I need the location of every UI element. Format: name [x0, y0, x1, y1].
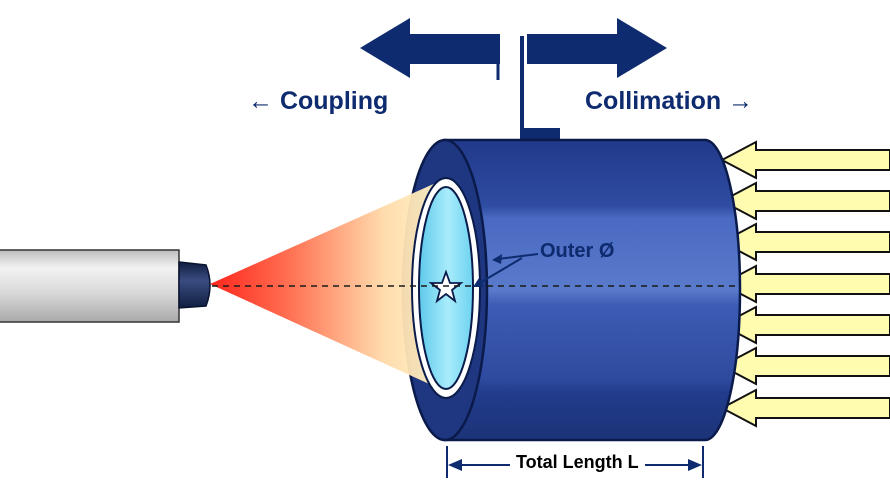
- collimation-label: Collimation →: [585, 87, 754, 115]
- light-arrow-icon: [719, 305, 890, 345]
- mount-tab: [520, 128, 560, 140]
- light-arrow-icon: [719, 346, 890, 386]
- fiber-body: [0, 249, 180, 323]
- fiber-ferrule: [178, 261, 211, 309]
- outer-diameter-pointer: [473, 253, 539, 287]
- coupling-arrow-icon: [360, 18, 500, 78]
- total-length-label: Total Length L: [510, 452, 645, 473]
- fiber-connector: [0, 249, 211, 323]
- lens: [411, 177, 481, 399]
- direction-arrows: [360, 18, 667, 140]
- pointer-arrowhead-icon: [473, 278, 484, 287]
- light-arrow-icon: [719, 140, 890, 180]
- light-cone: [210, 182, 438, 388]
- pointer-arrowhead-icon: [492, 254, 502, 264]
- light-arrow-icon: [719, 388, 890, 428]
- light-arrow-icon: [719, 222, 890, 262]
- coupling-label: ← Coupling: [248, 87, 389, 115]
- dimension-arrowhead-right-icon: [688, 459, 702, 471]
- collimation-arrow-icon: [527, 18, 667, 78]
- light-arrow-icon: [719, 181, 890, 221]
- light-arrow-icon: [719, 264, 890, 304]
- dimension-arrowhead-left-icon: [448, 459, 462, 471]
- incoming-light-arrows: [719, 140, 890, 428]
- cylinder-side: [443, 138, 742, 442]
- outer-diameter-label: Outer Ø: [540, 240, 615, 262]
